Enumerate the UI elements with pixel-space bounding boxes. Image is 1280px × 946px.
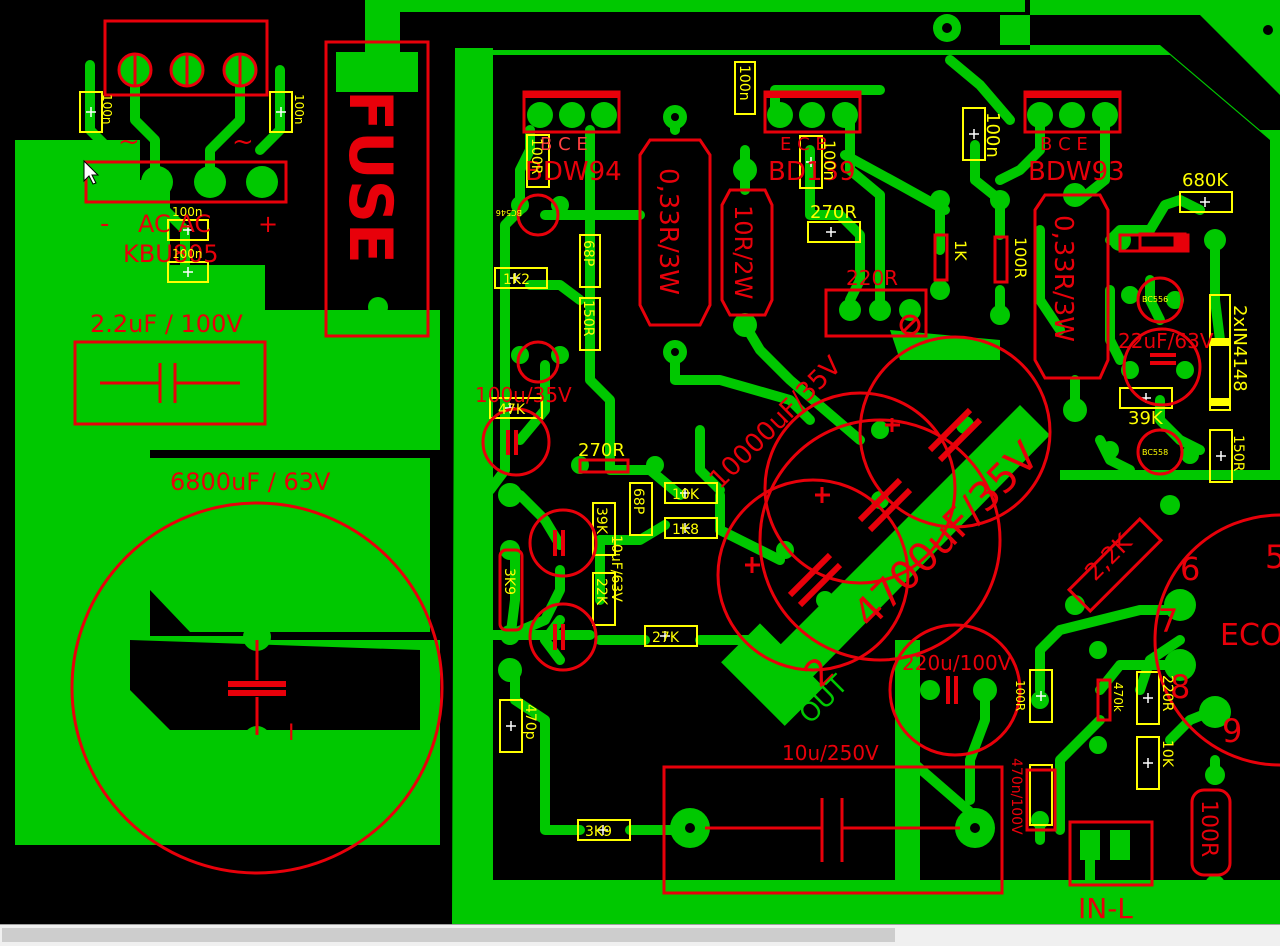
val-r-150r-a: 150R [580,300,596,337]
val-c-470p: 470p [522,704,538,740]
label-r-100r-vertical: 100R [1196,800,1221,857]
pcb-canvas[interactable]: ~ ~ - AC AC + KBU805 2.2uF / 100V 6800uF… [0,0,1280,924]
label-cap-small: 2.2uF / 100V [90,310,243,338]
label-bridge-minus: - [100,209,109,239]
component-outlines [79,61,1233,841]
label-pin-7: 7 [1158,602,1178,640]
val-r-3k9-a: 3K9 [501,568,517,595]
val-c-100n-f: 100n [820,140,839,181]
label-bd139-pins: E C B [780,134,828,155]
label-bdw94: BDW94 [525,157,622,187]
val-r-150r-b: 150R [1230,435,1246,472]
val-r-220r-b: 220R [1159,675,1175,712]
label-cap-1: I [288,721,295,746]
val-r-470k: 470k [1111,682,1125,712]
pads [80,14,1280,895]
val-c-100n-c: 100n [172,205,203,219]
val-r-68p-a: 68P [580,240,596,266]
label-cap-22u: 22uF/63V [1118,329,1214,353]
val-r-10k-b: 10K [1159,740,1175,768]
mouse-cursor [83,159,100,185]
val-r-100r-b: 100R [1013,680,1027,711]
label-bdw93-pins: B C E [1040,134,1088,155]
copper-left-col [455,48,493,918]
val-c-100n-g: 100n [982,112,1003,158]
label-r-033-b: 0,33R/3W [1048,215,1078,342]
silk-text-diodes: 2xIN4148 [1229,305,1250,392]
label-cap-big: 6800uF / 63V [170,468,331,496]
val-r-1k2-a: 1K2 [503,272,530,288]
label-cap-10u: 10u/250V [782,741,879,765]
val-r-270r-a: 270R [578,440,625,461]
val-r-1k8: 1K8 [672,522,699,538]
label-bridge-plus: + [258,210,278,238]
outline-center-marks [86,107,1226,835]
resistor-033-b [1033,193,1110,380]
label-pin-8: 8 [1170,668,1190,706]
label-cap-220u: 220u/100V [902,651,1012,675]
label-r-033-a: 0,33R/3W [653,168,683,295]
val-r-39k-b: 39K [1128,408,1164,429]
copper-layer [15,0,1280,924]
bridge-outline [84,160,288,204]
val-r-10k-a: 10K [672,487,700,503]
in-l-outline [1068,820,1154,887]
val-r-27k: 27K [652,630,680,646]
cap-10u-outline [662,765,1004,895]
resistor-10r [720,188,774,317]
diode-block [1209,294,1231,411]
val-r-22k: 22K [593,578,609,606]
val-r-68p-b: 68P [630,488,646,514]
cap-6800-outline [70,501,444,875]
val-r-39k-a: 39K [593,507,609,535]
fuse-outline [324,40,430,338]
resistor-033-a [638,138,712,327]
value-text: 100n 100n 100n 100n 100n 100n 100n 100R … [100,65,1246,840]
val-r-100r-a: 100R [528,138,544,175]
val-r-3k9-b: 3K9 [585,824,612,840]
ac-connector-outline [103,19,269,97]
label-bridge-part: KBU805 [123,240,219,268]
label-pin-5: 5 [1265,538,1280,576]
cap-10000-outline [763,391,957,585]
label-bdw93: BDW93 [1028,157,1125,187]
val-r-47k: 47K [498,402,526,418]
label-bridge-ac: AC AC [138,210,211,238]
horizontal-scrollbar[interactable] [0,924,1280,946]
val-c-100n-a: 100n [100,94,114,125]
val-c-100n-e: 100n [736,65,752,101]
label-in-l: IN-L [1078,892,1133,924]
label-cap-100u: 100u/35V [475,383,572,407]
val-r-100r-c: 100R [1011,237,1030,279]
label-bd139: BD139 [768,157,855,187]
label-diodes: 2xIN4148 [1229,305,1250,392]
label-pin-9: 9 [1222,712,1242,750]
val-q-bc558: BC558 [1142,448,1168,457]
copper-pour-left-inner [150,458,430,632]
copper-bottom-bar [455,880,1280,920]
label-cap-470n-100v: 470n/100V [1008,758,1024,835]
label-r-10r: 10R/2W [729,205,757,299]
scrollbar-thumb[interactable] [2,928,895,942]
val-r-1k: 1K [951,240,970,261]
val-r-680k: 680K [1182,170,1229,191]
val-r-270r-b: 270R [810,202,857,223]
label-fuse: FUSE [335,90,405,264]
label-tilde-left: ~ [118,127,140,157]
copper-diagonal-rail [745,405,1050,700]
copper-rail-top-b [365,0,1025,12]
val-c-10u: 10uF/63V [608,535,624,602]
label-tilde-right: ~ [232,127,254,157]
label-eco: ECO [1220,618,1280,653]
val-c-100n-d: 100n [172,247,203,261]
silkscreen-layer [70,19,1280,895]
val-q-bc556: BC556 [1142,295,1168,304]
label-pin-6: 6 [1180,550,1200,588]
label-trim-220r: 220R [846,266,898,290]
val-q-bc546: BC546 [496,208,522,217]
label-bdw94-pins: B C E [540,134,588,155]
val-c-100n-b: 100n [292,94,306,125]
